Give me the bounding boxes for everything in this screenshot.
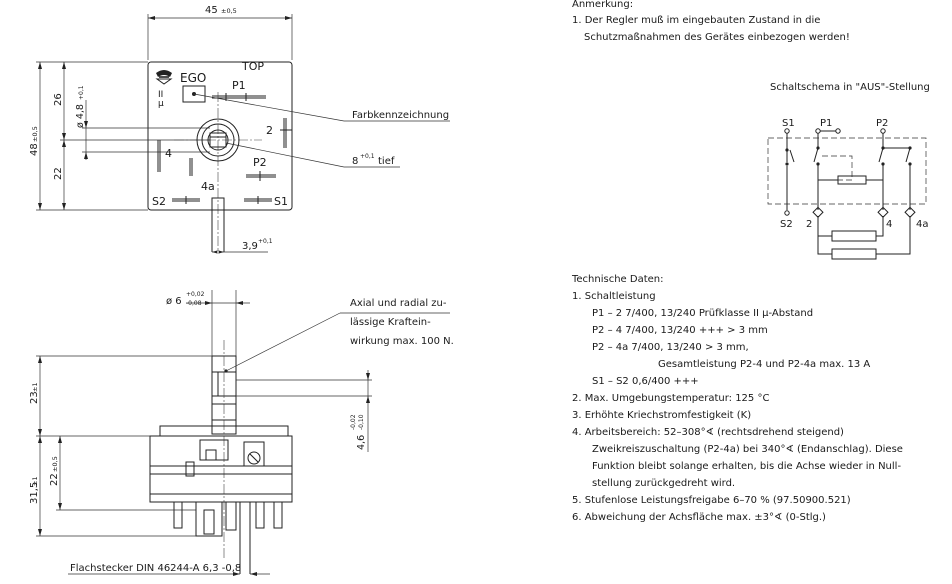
note-axial-2: lässige Kraftein-	[350, 317, 431, 328]
remarks-line-1: 1. Der Regler muß im eingebauten Zustand…	[572, 15, 821, 26]
sch-label-4a: 4a	[916, 219, 929, 230]
callout-depth-tol: +0,1	[360, 153, 375, 160]
note-axial-1: Axial und radial zu-	[350, 298, 447, 309]
tech-line: P2 – 4a 7/400, 13/240 > 3 mm,	[592, 342, 749, 353]
shaft-collar	[196, 118, 240, 162]
top-label: TOP	[241, 60, 264, 73]
terminal-p1: P1	[232, 79, 246, 92]
terminal-4: 4	[165, 147, 172, 160]
dim-39: 3,9	[242, 241, 258, 252]
dim-4-6-tol-low: -0,10	[358, 414, 365, 430]
dim-shaft-tol-up: +0,02	[186, 291, 205, 298]
sch-label-s2: S2	[780, 219, 793, 230]
terminal-p2: P2	[253, 156, 267, 169]
tech-line: S1 – S2 0,6/400 +++	[592, 376, 699, 387]
sch-label-s1: S1	[782, 118, 795, 129]
schematic-housing	[767, 137, 927, 205]
tech-line: Gesamtleistung P2-4 und P2-4a max. 13 A	[658, 359, 871, 370]
sch-label-p1: P1	[820, 118, 832, 129]
dim-height-tol: ±0,5	[31, 126, 39, 142]
ii-mark: II	[158, 90, 163, 100]
terminal-s1: S1	[274, 195, 288, 208]
terminal-4a: 4a	[201, 180, 215, 193]
dim-26: 26	[53, 93, 64, 106]
dim-31-5: 31,5	[29, 482, 40, 504]
flat-connector-label: Flachstecker DIN 46244-A 6,3 -0,8	[70, 563, 241, 574]
dim-bore-tol: +0,1	[78, 85, 85, 100]
dim-bore: ø 4,8	[75, 104, 86, 128]
sch-label-4: 4	[886, 219, 892, 230]
brand-label: EGO	[180, 71, 206, 85]
dim-23: 23	[29, 391, 40, 404]
tech-line: P1 – 2 7/400, 13/240 Prüfklasse II µ-Abs…	[592, 308, 814, 319]
sch-label-2: 2	[806, 219, 812, 230]
callout-color-mark: Farbkennzeichnung	[352, 110, 449, 121]
dim-4-6: 4,6	[356, 435, 367, 450]
tech-line: 5. Stufenlose Leistungsfreigabe 6–70 % (…	[572, 495, 851, 506]
dim-31-5-tol: ±1	[31, 476, 39, 486]
tech-line: 2. Max. Umgebungstemperatur: 125 °C	[572, 393, 770, 404]
schematic-title: Schaltschema in "AUS"-Stellung	[770, 82, 930, 93]
wiring-schematic: S1 P1 P2	[767, 118, 929, 260]
dim-22-side: 22	[49, 473, 60, 486]
tech-line: 1. Schaltleistung	[572, 291, 656, 302]
ego-logo-icon	[155, 70, 173, 85]
top-view: 45 ±0,5 48 ±0,5 26 22 ø 4,8 +0,1	[29, 5, 450, 254]
tech-line: Funktion bleibt solange erhalten, bis di…	[592, 461, 902, 472]
dim-23-tol: ±1	[31, 382, 39, 392]
mu-mark: µ	[158, 99, 164, 109]
dim-shaft-tol-low: -0,08	[186, 300, 202, 307]
callout-depth-word: tief	[378, 156, 395, 167]
tech-line: 3. Erhöhte Kriechstromfestigkeit (K)	[572, 410, 752, 421]
terminal-s2: S2	[152, 195, 166, 208]
tech-line: P2 – 4 7/400, 13/240 +++ > 3 mm	[592, 325, 768, 336]
tech-line: Zweikreiszuschaltung (P2-4a) bei 340°∢ (…	[592, 444, 903, 455]
dim-shaft: ø 6	[166, 296, 182, 307]
remarks-line-2: Schutzmaßnahmen des Gerätes einbezogen w…	[584, 32, 850, 43]
sch-label-p2: P2	[876, 118, 888, 129]
tech-heading: Technische Daten:	[572, 274, 664, 285]
callout-depth: 8	[352, 156, 358, 167]
tech-line: stellung zurückgedreht wird.	[592, 478, 736, 489]
dim-39-tol: +0,1	[258, 238, 273, 245]
dim-height: 48	[29, 143, 40, 156]
color-mark-window	[182, 85, 206, 103]
dim-width-tol: ±0,5	[221, 7, 237, 15]
remarks-heading: Anmerkung:	[572, 0, 634, 10]
side-view: ø 6 +0,02 -0,08 Axial und radial zu- läs…	[29, 290, 454, 576]
note-axial-3: wirkung max. 100 N.	[350, 336, 454, 347]
tech-line: 4. Arbeitsbereich: 52–308°∢ (rechtsdrehe…	[572, 427, 844, 438]
dim-width: 45	[205, 5, 218, 16]
terminal-2: 2	[266, 124, 273, 137]
tech-line: 6. Abweichung der Achsfläche max. ±3°∢ (…	[572, 512, 826, 523]
dim-22: 22	[53, 167, 64, 180]
dim-4-6-tol-up: -0,02	[350, 414, 357, 430]
dim-22-side-tol: ±0,5	[51, 456, 59, 472]
